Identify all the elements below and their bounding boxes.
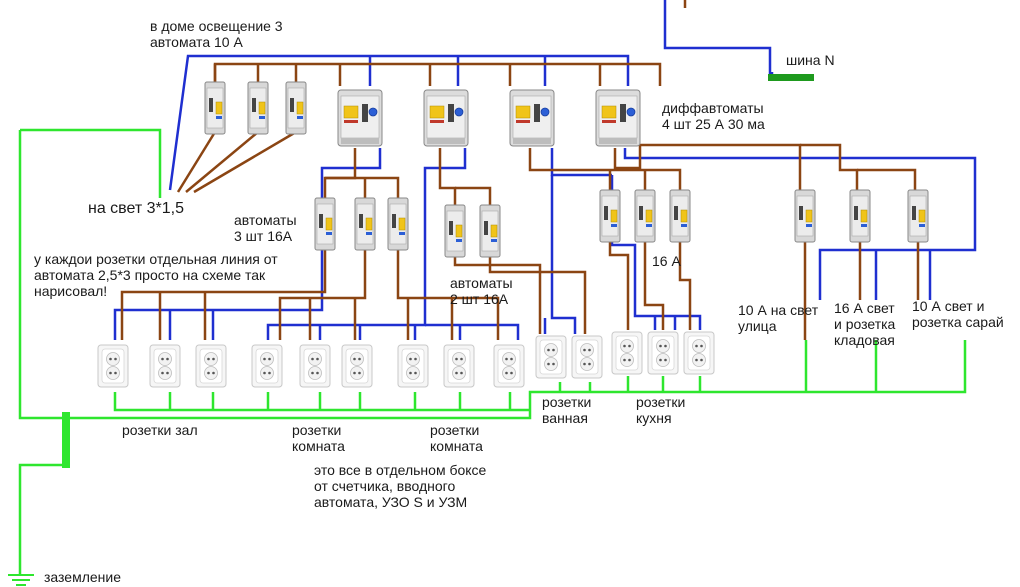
bath-breakers [444, 204, 501, 258]
label-light-feed: на свет 3*1,5 [88, 200, 185, 217]
label-note-lines: у каждои розетки отдельная линия от авто… [34, 251, 278, 299]
label-lighting-breakers: в доме освещение 3 автомата 10 А [150, 18, 283, 50]
label-kitchen-16a: 16 А [652, 253, 681, 269]
label-busbar-n: шина N [786, 52, 835, 68]
label-breakers-2: автоматы 2 шт 16А [450, 275, 513, 307]
label-box-note: это все в отдельном боксе от счетчика, в… [314, 462, 487, 510]
label-breakers-3: автоматы 3 шт 16А [234, 212, 297, 244]
lighting-breakers [204, 81, 307, 135]
label-sockets-room2: розетки комната [430, 422, 483, 454]
label-sockets-kitchen: розетки кухня [636, 394, 686, 426]
label-ground: заземление [44, 569, 122, 585]
label-sockets-room1: розетки комната [292, 422, 345, 454]
neutral-busbar [768, 74, 814, 81]
room-breakers [314, 197, 409, 251]
label-diff-breakers: диффавтоматы 4 шт 25 А 30 ма [662, 100, 765, 132]
neutral-wires [113, 0, 977, 340]
label-sockets-bath: розетки ванная [542, 394, 592, 426]
sockets [97, 331, 715, 388]
ground-wires [8, 128, 967, 586]
diff-breakers [337, 89, 641, 147]
label-street: 10 А на свет улица [738, 302, 819, 334]
label-shed: 10 А свет и розетка сарай [912, 298, 1004, 330]
label-storage: 16 А свет и розетка кладовая [834, 300, 896, 348]
phase-wires [120, 0, 920, 340]
kitchen-breakers [599, 189, 691, 243]
ground-busbar [62, 412, 70, 468]
outbuilding-breakers [794, 189, 929, 243]
label-sockets-hall: розетки зал [122, 422, 198, 438]
